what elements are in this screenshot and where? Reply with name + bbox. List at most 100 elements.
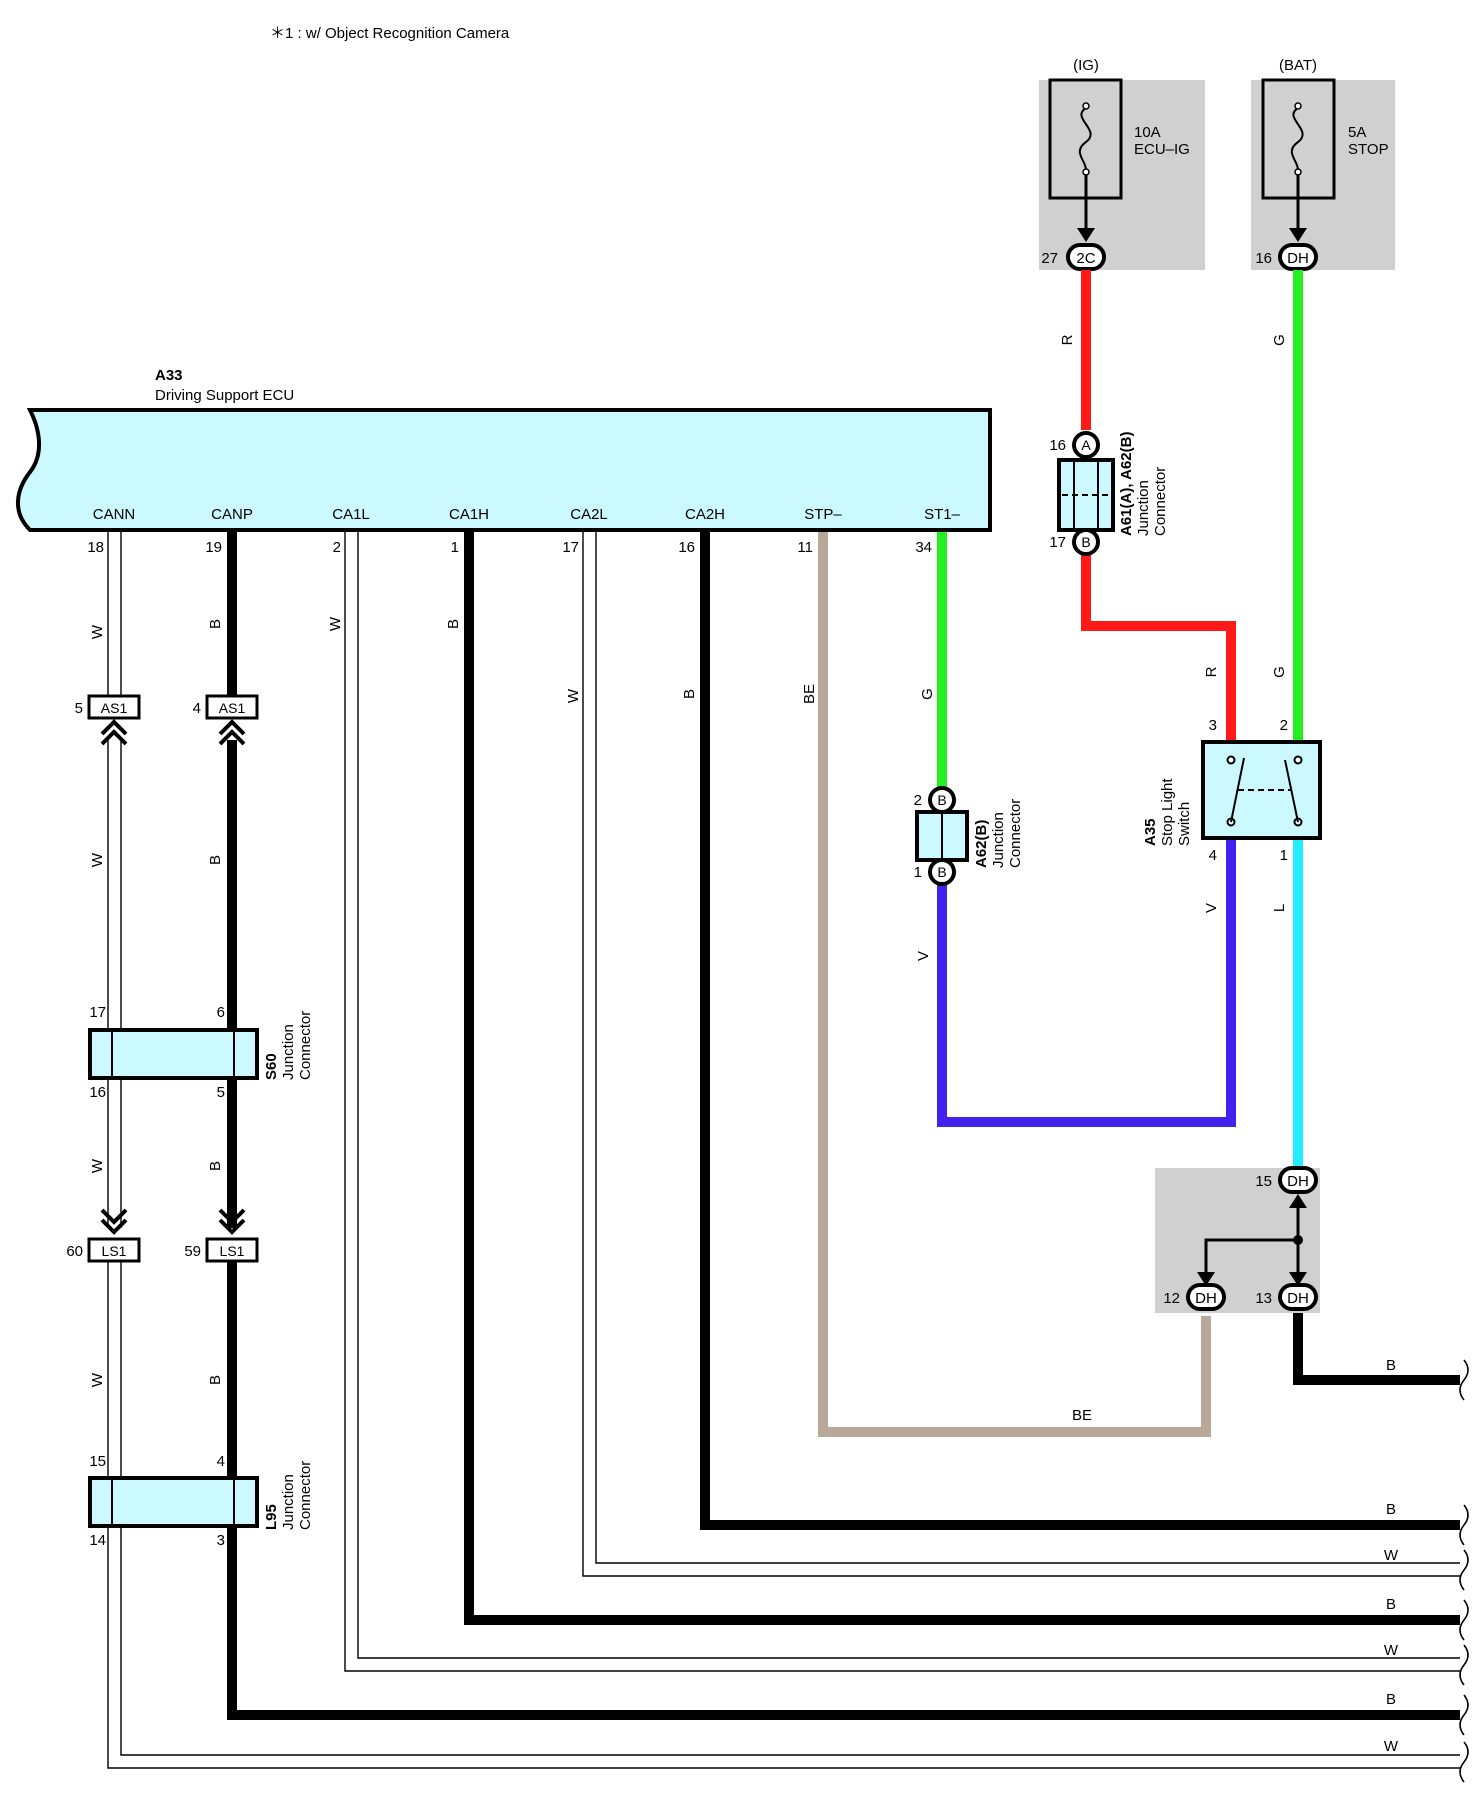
ecu-terminal-pin: 2 bbox=[333, 539, 341, 556]
fuse-bat: (BAT) 5A STOP 16 DH bbox=[1251, 57, 1395, 271]
a62-desc2: Connector bbox=[1007, 799, 1024, 868]
wire-label-ca2l: W bbox=[565, 688, 582, 703]
s60-desc2: Connector bbox=[297, 1011, 314, 1080]
wire-label-stp: BE bbox=[801, 684, 818, 704]
ecu-a33: A33 Driving Support ECU CANN 18 CANP 19 CA1L… bbox=[15, 367, 992, 556]
fuse-ig-source: (IG) bbox=[1073, 57, 1099, 74]
connector-as1: AS1 5 AS1 4 bbox=[75, 694, 259, 746]
a62-code: A62(B) bbox=[973, 820, 990, 868]
junction-a62: B B 2 1 A62(B) Junction Connector bbox=[914, 786, 1024, 886]
l95-pin-tr: 4 bbox=[217, 1453, 225, 1470]
wire-label-out-4: B bbox=[1386, 1596, 1396, 1613]
wire-label-canp-3: B bbox=[207, 1161, 224, 1171]
fuse-bat-pin: 16 bbox=[1255, 250, 1272, 267]
ls1-canp-pin: 59 bbox=[184, 1243, 201, 1260]
fuse-ig-pin: 27 bbox=[1041, 250, 1058, 267]
wire-label-switch-in-right: G bbox=[1271, 666, 1288, 678]
fuse-bat-source: (BAT) bbox=[1279, 57, 1317, 74]
dh-right-pin: 13 bbox=[1255, 1290, 1272, 1307]
a61-bottom-conn: B bbox=[1081, 534, 1090, 550]
ecu-terminal-name: CA2L bbox=[570, 506, 608, 523]
wire-label-cann-3: W bbox=[89, 1158, 106, 1173]
as1-cann-label: AS1 bbox=[101, 700, 128, 716]
wires-colored bbox=[818, 270, 1303, 1437]
chevron-up-icon bbox=[100, 719, 246, 746]
fuse-ig-rating: 10A bbox=[1134, 124, 1161, 141]
junction-a61-a62: A B 16 17 A61(A), A62(B) Junction Connec… bbox=[1049, 431, 1169, 556]
splice-dh: DH DH DH 15 12 13 bbox=[1155, 1166, 1320, 1313]
ecu-terminal-name: CANP bbox=[211, 506, 253, 523]
wire-label-switch-in-left: R bbox=[1203, 666, 1220, 677]
wire-label-canp-2: B bbox=[207, 855, 224, 865]
wire-label-be-bottom: BE bbox=[1072, 1407, 1092, 1424]
wire-ends bbox=[1459, 1359, 1469, 1783]
switch-pin-tr: 2 bbox=[1280, 717, 1288, 734]
l95-desc2: Connector bbox=[297, 1461, 314, 1530]
wire-label-cann: W bbox=[89, 624, 106, 639]
wire-label-cann-4: W bbox=[89, 1372, 106, 1387]
as1-canp-pin: 4 bbox=[193, 700, 201, 717]
l95-code: L95 bbox=[263, 1504, 280, 1530]
a61-desc1: Junction bbox=[1135, 480, 1152, 536]
switch-desc2: Switch bbox=[1176, 802, 1193, 846]
s60-code: S60 bbox=[263, 1053, 280, 1080]
ecu-terminal-name: CA1L bbox=[332, 506, 370, 523]
s60-pin-br: 5 bbox=[217, 1084, 225, 1101]
wire-label-switch-out-right: L bbox=[1271, 904, 1288, 912]
ecu-terminal-name: ST1– bbox=[924, 506, 961, 523]
switch-code: A35 bbox=[1142, 818, 1159, 846]
a62-bottom-conn: B bbox=[937, 864, 946, 880]
a62-desc1: Junction bbox=[990, 812, 1007, 868]
dh-right-conn: DH bbox=[1287, 1290, 1309, 1307]
ecu-terminal-pin: 16 bbox=[678, 539, 695, 556]
a61-code: A61(A), A62(B) bbox=[1118, 432, 1135, 536]
ecu-terminal-pin: 19 bbox=[205, 539, 222, 556]
switch-pin-tl: 3 bbox=[1209, 717, 1217, 734]
a61-top-pin: 16 bbox=[1049, 437, 1066, 454]
switch-pin-br: 1 bbox=[1280, 847, 1288, 864]
junction-s60: 17 6 16 5 S60 Junction Connector bbox=[88, 1004, 314, 1101]
dh-left-conn: DH bbox=[1195, 1290, 1217, 1307]
fuse-bat-name: STOP bbox=[1348, 141, 1389, 158]
fuse-bat-rating: 5A bbox=[1348, 124, 1366, 141]
ecu-terminal-name: CA2H bbox=[685, 506, 725, 523]
wire-label-canp: B bbox=[207, 619, 224, 629]
fuse-ig: (IG) 10A ECU–IG 27 2C bbox=[1039, 57, 1205, 271]
s60-pin-tr: 6 bbox=[217, 1004, 225, 1021]
connector-ls1: LS1 60 LS1 59 bbox=[66, 1208, 259, 1263]
dh-left-pin: 12 bbox=[1163, 1290, 1180, 1307]
ecu-code: A33 bbox=[155, 367, 183, 384]
wire-label-st1: G bbox=[919, 688, 936, 700]
dh-top-conn: DH bbox=[1287, 1173, 1309, 1190]
ecu-terminal-name: CANN bbox=[93, 506, 136, 523]
chevron-down-icon bbox=[100, 1208, 246, 1235]
ls1-cann-pin: 60 bbox=[66, 1243, 83, 1260]
l95-desc1: Junction bbox=[280, 1474, 297, 1530]
ls1-canp-label: LS1 bbox=[220, 1243, 245, 1259]
a62-bottom-pin: 1 bbox=[914, 864, 922, 881]
fuse-ig-connector: 2C bbox=[1076, 250, 1095, 267]
as1-cann-pin: 5 bbox=[75, 700, 83, 717]
fuse-bat-connector: DH bbox=[1287, 250, 1309, 267]
ecu-terminal-pin: 34 bbox=[915, 539, 932, 556]
note: ＊1 : w/ Object Recognition Camera bbox=[270, 25, 510, 42]
ecu-terminal-pin: 17 bbox=[562, 539, 579, 556]
wire-label-out-3: W bbox=[1384, 1547, 1399, 1564]
wire-label-canp-4: B bbox=[207, 1375, 224, 1385]
as1-canp-label: AS1 bbox=[219, 700, 246, 716]
switch-desc1: Stop Light bbox=[1159, 778, 1176, 846]
wire-label-ca2h: B bbox=[681, 689, 698, 699]
ecu-terminal-pin: 18 bbox=[87, 539, 104, 556]
ls1-cann-label: LS1 bbox=[102, 1243, 127, 1259]
wire-label-ca1h: B bbox=[445, 619, 462, 629]
ecu-name: Driving Support ECU bbox=[155, 387, 294, 404]
a62-top-pin: 2 bbox=[914, 792, 922, 809]
s60-pin-tl: 17 bbox=[89, 1004, 106, 1021]
stop-light-switch: 3 2 4 1 A35 Stop Light Switch bbox=[1142, 717, 1322, 864]
wire-label-v: V bbox=[915, 951, 932, 961]
wire-label-ig: R bbox=[1059, 334, 1076, 345]
ecu-terminal-name: STP– bbox=[804, 506, 842, 523]
ecu-terminal-pin: 1 bbox=[451, 539, 459, 556]
dh-top-pin: 15 bbox=[1255, 1173, 1272, 1190]
